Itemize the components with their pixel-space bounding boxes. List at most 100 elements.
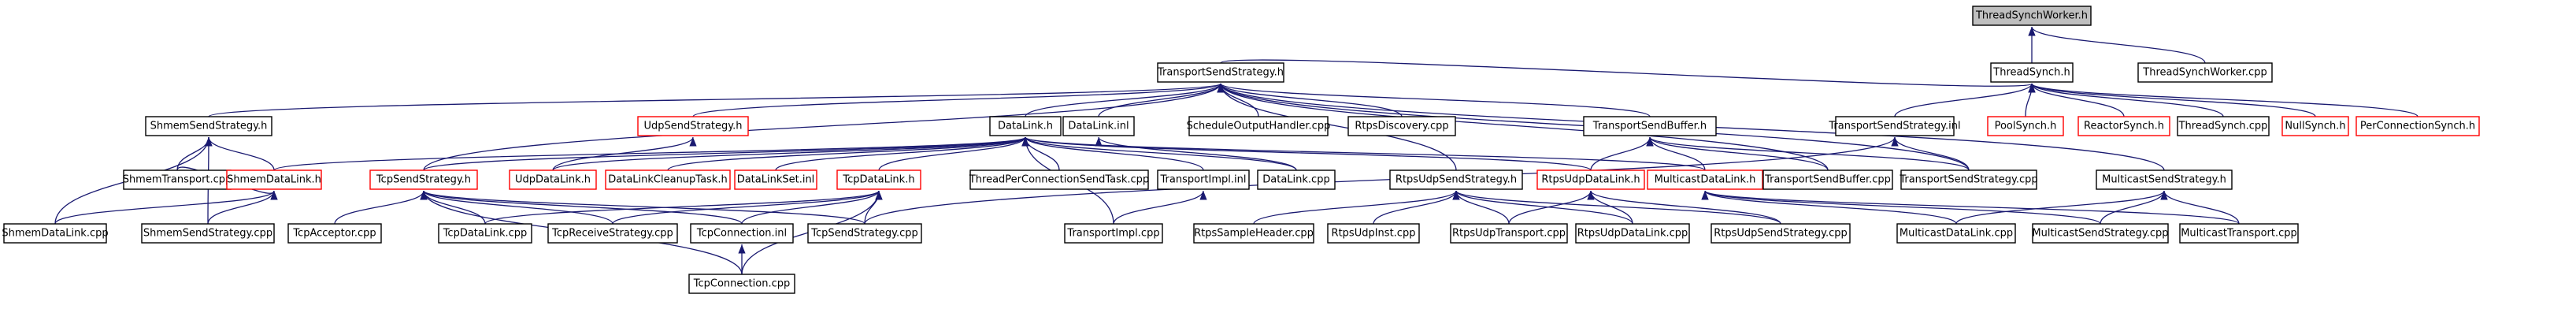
node-rtpssample[interactable]: RtpsSampleHeader.cpp <box>1193 223 1314 244</box>
node-datalinkinl[interactable]: DataLink.inl <box>1062 116 1135 136</box>
edge-shmemdlcpp-to-shmemdlh <box>54 190 278 225</box>
node-box <box>807 223 922 244</box>
node-udpdlh[interactable]: UdpDataLink.h <box>509 169 597 190</box>
node-shmemdlh[interactable]: ShmemDataLink.h <box>226 169 322 190</box>
node-label: ShmemDataLink.h <box>227 174 321 186</box>
edge-rtpssscpp-to-rtpsudpssh <box>1452 190 1781 225</box>
node-shmemsscpp[interactable]: ShmemSendStrategy.cpp <box>141 223 275 244</box>
edge-tcpsscpp-to-tssinl <box>864 136 1899 225</box>
edge-tcpdlh-to-datalinkh <box>878 136 1029 171</box>
node-label: RtpsDiscovery.cpp <box>1355 121 1448 132</box>
node-label: TransportImpl.cpp <box>1066 228 1159 240</box>
edge-rtpsudpdlh-to-tsbh <box>1590 136 1654 171</box>
node-tcprecv[interactable]: TcpReceiveStrategy.cpp <box>547 223 678 244</box>
node-rtpssscpp[interactable]: RtpsUdpSendStrategy.cpp <box>1711 223 1851 244</box>
node-box <box>3 223 107 244</box>
node-label: UdpDataLink.h <box>515 174 591 186</box>
node-threadsynchcpp[interactable]: ThreadSynch.cpp <box>2177 116 2270 136</box>
node-mcdlh[interactable]: MulticastDataLink.h <box>1647 169 1763 190</box>
node-tsh[interactable]: ThreadSynch.h <box>1990 62 2074 83</box>
edge-rtpsdlcpp-to-rtpsudpssh <box>1452 190 1633 225</box>
node-tswh[interactable]: ThreadSynchWorker.h <box>1972 6 2092 26</box>
edge-shmemss-to-tss <box>208 83 1224 117</box>
node-label: DataLinkCleanupTask.h <box>608 174 727 186</box>
node-tcpconncpp[interactable]: TcpConnection.cpp <box>688 274 795 294</box>
node-rtpsudpssh[interactable]: RtpsUdpSendStrategy.h <box>1389 169 1523 190</box>
node-schedout[interactable]: ScheduleOutputHandler.cpp <box>1187 116 1331 136</box>
node-tcpdlh[interactable]: TcpDataLink.h <box>836 169 921 190</box>
edge-tcpssh-to-tss <box>423 83 1225 171</box>
node-label: TransportSendStrategy.cpp <box>1899 174 2037 186</box>
edge-datalinkh-to-tss <box>1025 83 1225 117</box>
node-box <box>1972 6 2092 26</box>
node-nullsynch[interactable]: NullSynch.h <box>2281 116 2349 136</box>
node-datalinkh[interactable]: DataLink.h <box>989 116 1062 136</box>
edge-mcdlh-to-datalinkh <box>1021 136 1706 171</box>
node-shmemtransport[interactable]: ShmemTransport.cpp <box>123 169 232 190</box>
node-label: ShmemTransport.cpp <box>123 174 232 186</box>
node-tsbcpp[interactable]: TransportSendBuffer.cpp <box>1762 169 1893 190</box>
node-rtpsdisc[interactable]: RtpsDiscovery.cpp <box>1347 116 1456 136</box>
node-timplcpp[interactable]: TransportImpl.cpp <box>1064 223 1163 244</box>
node-rtpsdlcpp[interactable]: RtpsUdpDataLink.cpp <box>1575 223 1690 244</box>
edge-nullsynch-to-tsh <box>2028 83 2316 117</box>
edge-tsbcpp-to-tss <box>1217 83 1829 171</box>
node-tcpconninl[interactable]: TcpConnection.inl <box>690 223 794 244</box>
node-mcssh[interactable]: MulticastSendStrategy.h <box>2096 169 2233 190</box>
node-tss[interactable]: TransportSendStrategy.h <box>1157 62 1284 83</box>
node-box <box>1896 223 2016 244</box>
node-tcpdlcpp[interactable]: TcpDataLink.cpp <box>438 223 532 244</box>
edge-tcpdlcpp-to-tcpdlh <box>484 190 883 225</box>
node-box <box>1157 62 1284 83</box>
node-rtpsudpdlh[interactable]: RtpsUdpDataLink.h <box>1536 169 1645 190</box>
node-label: TransportSendStrategy.inl <box>1828 121 1960 132</box>
node-perconn[interactable]: PerConnectionSynch.h <box>2355 116 2480 136</box>
node-box <box>1193 223 1314 244</box>
edge-tswcpp-to-tswh <box>2028 26 2206 64</box>
node-box <box>369 169 478 190</box>
node-tcpssh[interactable]: TcpSendStrategy.h <box>369 169 478 190</box>
node-tsbh[interactable]: TransportSendBuffer.h <box>1583 116 1717 136</box>
node-tcpacceptor[interactable]: TcpAcceptor.cpp <box>287 223 382 244</box>
node-tsscpp[interactable]: TransportSendStrategy.cpp <box>1899 169 2038 190</box>
node-box <box>688 274 795 294</box>
node-dlsetinl[interactable]: DataLinkSet.inl <box>734 169 817 190</box>
node-mctransport[interactable]: MulticastTransport.cpp <box>2179 223 2299 244</box>
edge-tcprecv-to-tcpdlh <box>612 190 883 225</box>
node-label: RtpsUdpInst.cpp <box>1332 228 1416 240</box>
node-box <box>1327 223 1420 244</box>
node-tcpsscpp[interactable]: TcpSendStrategy.cpp <box>807 223 922 244</box>
edge-mcdlcpp-to-mcdlh <box>1701 190 1957 225</box>
node-label: ShmemSendStrategy.h <box>150 121 268 132</box>
node-tssinl[interactable]: TransportSendStrategy.inl <box>1828 116 1961 136</box>
node-rtpstransport[interactable]: RtpsUdpTransport.cpp <box>1450 223 1568 244</box>
node-box <box>836 169 921 190</box>
node-datalinkcpp[interactable]: DataLink.cpp <box>1257 169 1336 190</box>
node-box <box>1835 116 1955 136</box>
edge-datalinkcpp-to-datalinkh <box>1021 136 1297 171</box>
node-shmemdlcpp[interactable]: ShmemDataLink.cpp <box>2 223 109 244</box>
node-mcdlcpp[interactable]: MulticastDataLink.cpp <box>1896 223 2016 244</box>
node-shmemss[interactable]: ShmemSendStrategy.h <box>145 116 272 136</box>
node-reactorsynch[interactable]: ReactorSynch.h <box>2077 116 2170 136</box>
node-box <box>1900 169 2037 190</box>
edges-layer <box>54 26 2418 275</box>
node-box <box>2032 223 2169 244</box>
edge-threadsynchcpp-to-tsh <box>2028 83 2224 117</box>
node-label: RtpsUdpDataLink.h <box>1541 174 1640 186</box>
node-tpcst[interactable]: ThreadPerConnectionSendTask.cpp <box>969 169 1149 190</box>
edge-udpdlh-to-udpss <box>552 136 697 171</box>
node-box <box>1647 169 1763 190</box>
edge-tcpacceptor-to-tcpssh <box>334 190 428 225</box>
node-udpss[interactable]: UdpSendStrategy.h <box>637 116 749 136</box>
node-poolsynch[interactable]: PoolSynch.h <box>1987 116 2064 136</box>
node-box <box>1711 223 1851 244</box>
node-tswcpp[interactable]: ThreadSynchWorker.cpp <box>2137 62 2273 83</box>
node-rtpsinst[interactable]: RtpsUdpInst.cpp <box>1327 223 1420 244</box>
edge-mcdlcpp-to-mcssh <box>1955 190 2168 225</box>
node-mcsscpp[interactable]: MulticastSendStrategy.cpp <box>2032 223 2169 244</box>
node-dlcleanup[interactable]: DataLinkCleanupTask.h <box>605 169 731 190</box>
edge-datalinkcpp-to-datalinkinl <box>1095 136 1297 171</box>
node-timplinl[interactable]: TransportImpl.inl <box>1157 169 1250 190</box>
edge-shmemdlh-to-shmemss <box>205 136 275 171</box>
